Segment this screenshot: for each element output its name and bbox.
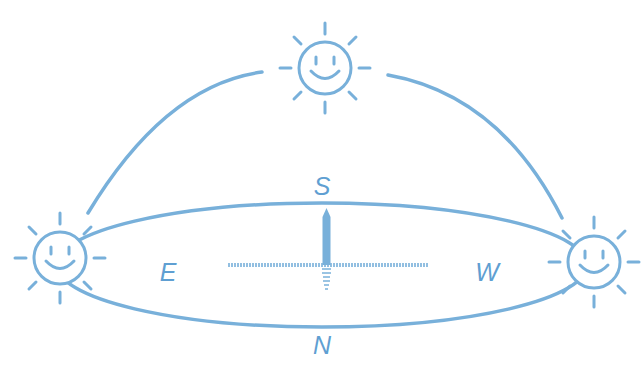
horizon-ellipse xyxy=(57,203,587,327)
compass-label: S xyxy=(314,174,331,199)
compass-label: E xyxy=(160,260,177,285)
compass-label: W xyxy=(475,260,499,285)
noon-sun xyxy=(280,23,370,113)
gnomon-reflection xyxy=(322,269,331,289)
gnomon-stick xyxy=(323,208,331,265)
sun-path-arc xyxy=(88,72,262,213)
rising-sun xyxy=(15,213,105,303)
setting-sun xyxy=(549,217,639,307)
compass-label: N xyxy=(313,333,331,358)
sun-path-arc xyxy=(388,75,562,218)
